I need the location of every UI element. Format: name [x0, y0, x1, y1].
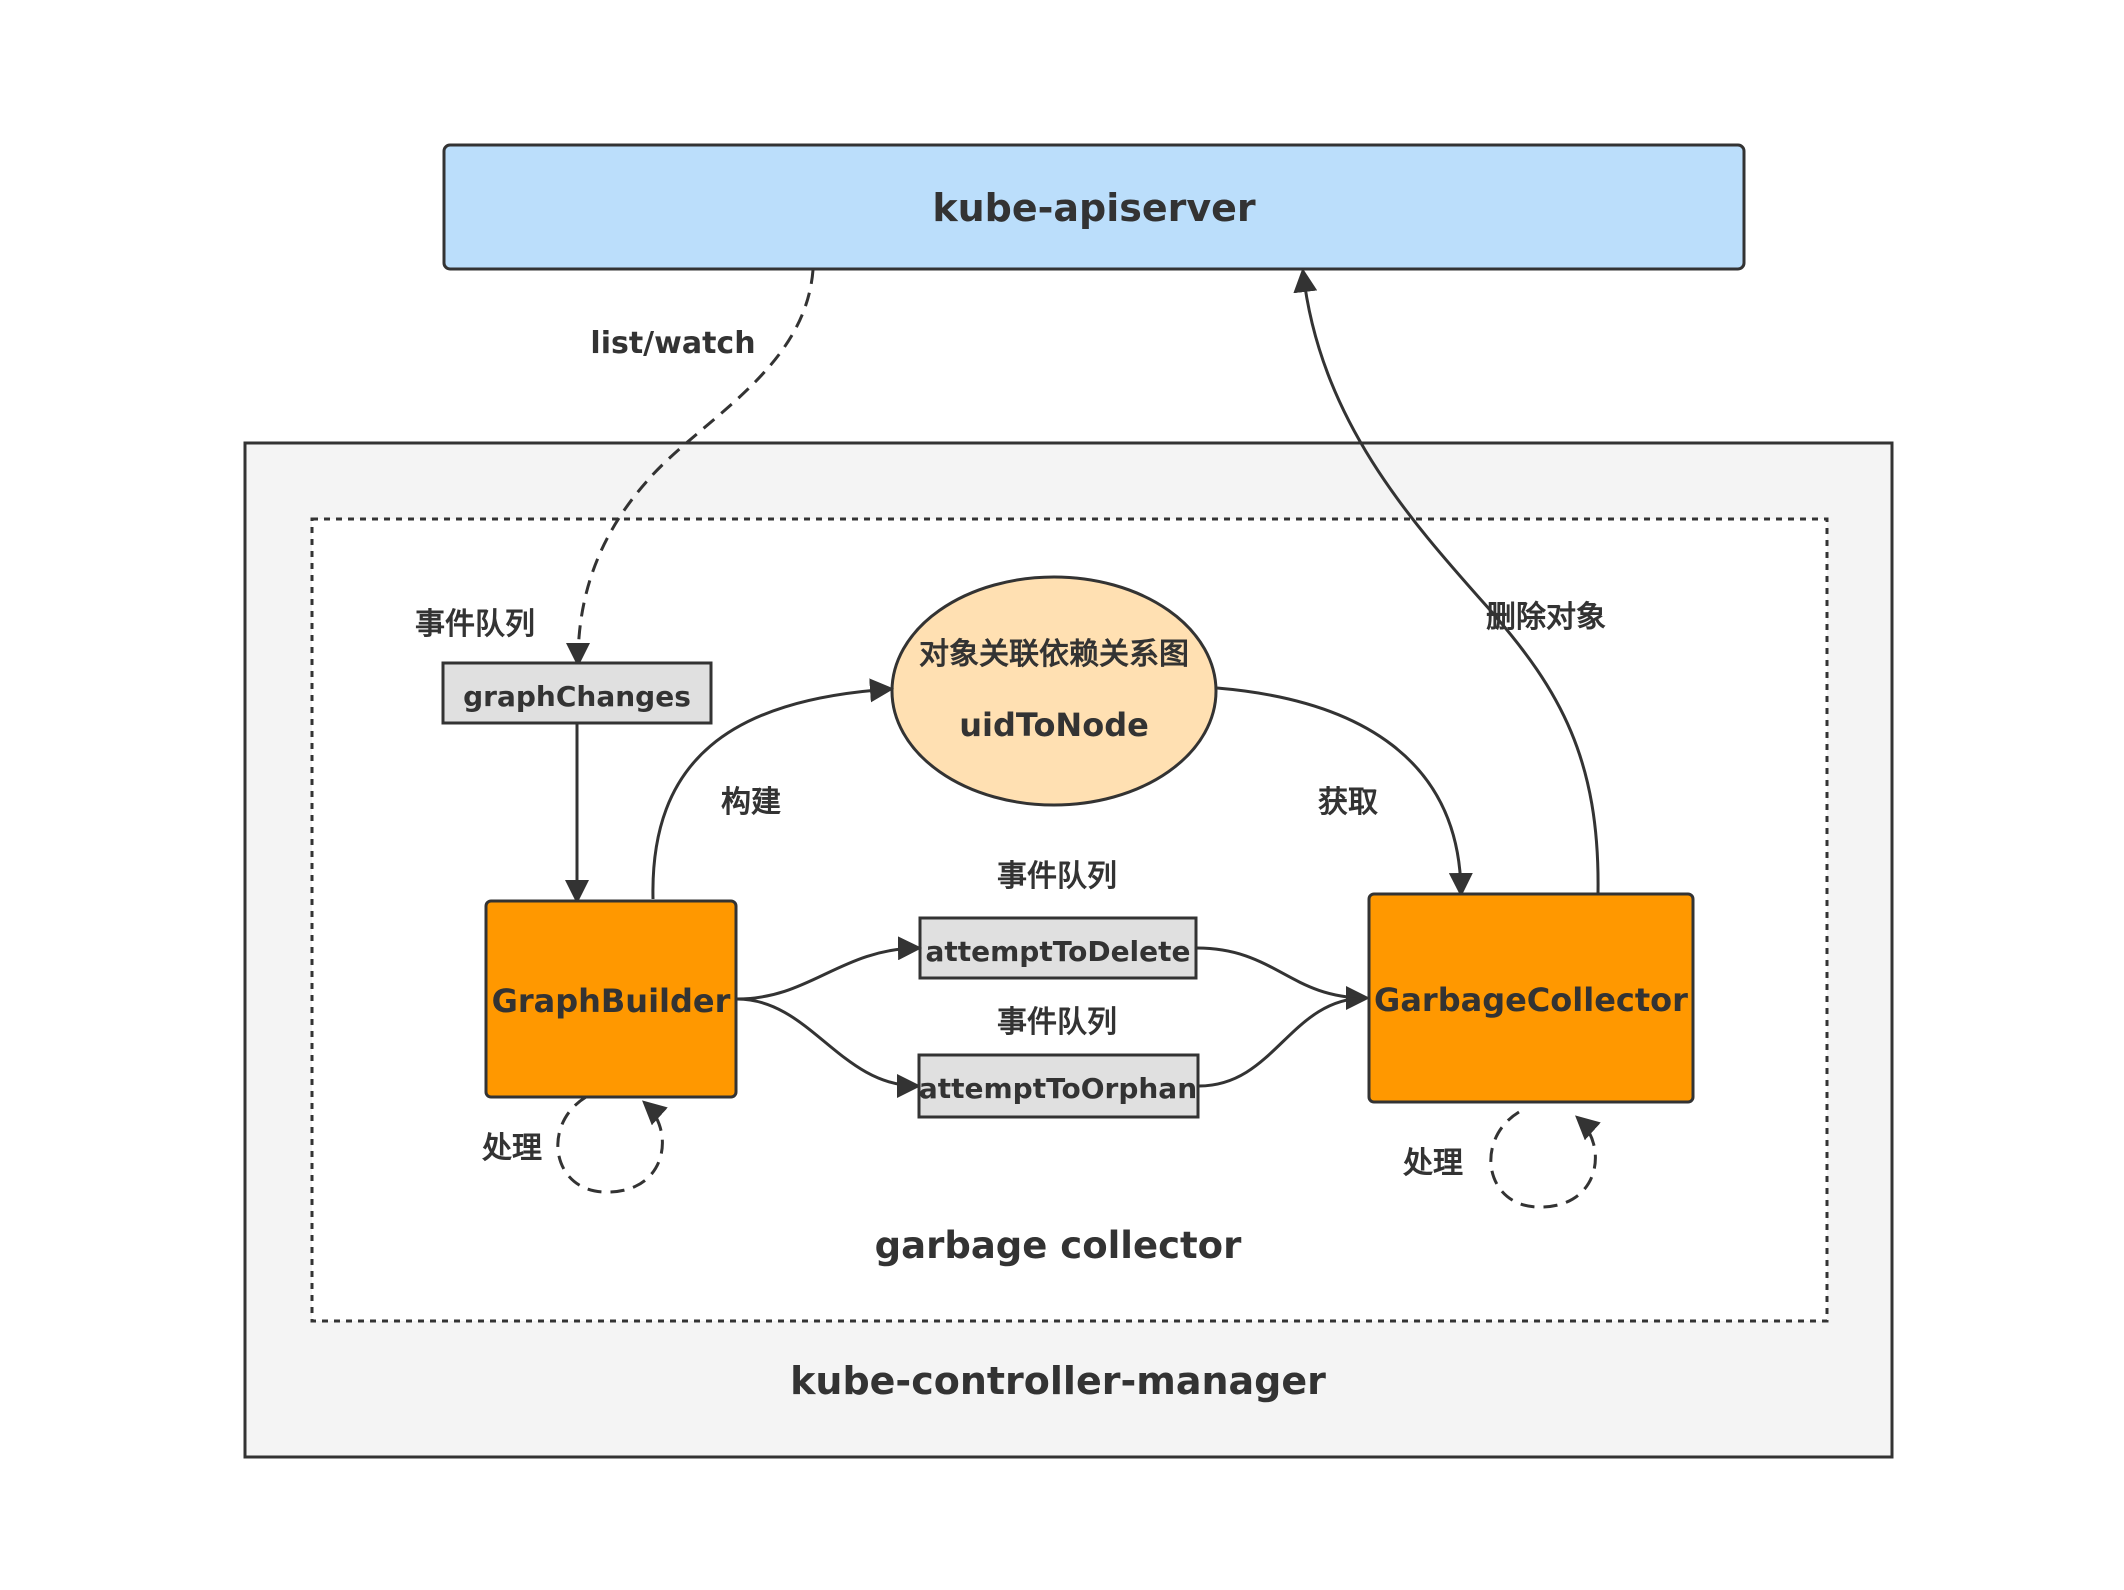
- graph-builder-loop-label: 处理: [481, 1131, 542, 1166]
- attempt-to-delete-caption: 事件队列: [997, 859, 1117, 894]
- graph-builder-node: [484, 899, 738, 1099]
- attempt-to-delete-label: attemptToDelete: [925, 935, 1190, 968]
- attempt-to-orphan-caption: 事件队列: [997, 1005, 1117, 1040]
- controller-manager-label: kube-controller-manager: [790, 1359, 1326, 1403]
- fetch-label: 获取: [1318, 785, 1378, 820]
- attempt-to-orphan-queue: [917, 1053, 1200, 1119]
- fetch-edge: [1216, 686, 1473, 897]
- attempt-to-orphan-label: attemptToOrphan: [919, 1072, 1197, 1105]
- graph-changes-queue: [441, 661, 713, 725]
- attempt-to-delete-queue: [918, 916, 1198, 980]
- orphan-to-collector-edge: [1198, 996, 1367, 1088]
- garbage-collector-group-label: garbage collector: [875, 1224, 1242, 1267]
- dependency-graph-name: uidToNode: [959, 706, 1149, 744]
- builder-to-delete-edge: [736, 936, 922, 1001]
- build-edge: [651, 678, 894, 900]
- apiserver-label: kube-apiserver: [932, 186, 1256, 230]
- list-watch-edge: [566, 269, 815, 667]
- dependency-graph-title: 对象关联依赖关系图: [919, 637, 1189, 672]
- garbage-collector-node: [1367, 892, 1695, 1104]
- builder-to-orphan-edge: [736, 997, 921, 1098]
- garbage-collector-loop-label: 处理: [1402, 1146, 1463, 1181]
- graph-changes-label: graphChanges: [463, 680, 691, 713]
- build-label: 构建: [721, 785, 781, 820]
- graph-builder-label: GraphBuilder: [492, 982, 731, 1020]
- dependency-graph-node: [890, 575, 1218, 807]
- graph-changes-caption: 事件队列: [415, 607, 535, 642]
- delete-object-edge: [1293, 268, 1600, 894]
- delete-object-label: 删除对象: [1486, 600, 1606, 635]
- delete-to-collector-edge: [1196, 946, 1370, 1010]
- apiserver-box: [442, 143, 1746, 271]
- list-watch-label: list/watch: [590, 326, 755, 361]
- garbage-collector-label: GarbageCollector: [1374, 981, 1688, 1019]
